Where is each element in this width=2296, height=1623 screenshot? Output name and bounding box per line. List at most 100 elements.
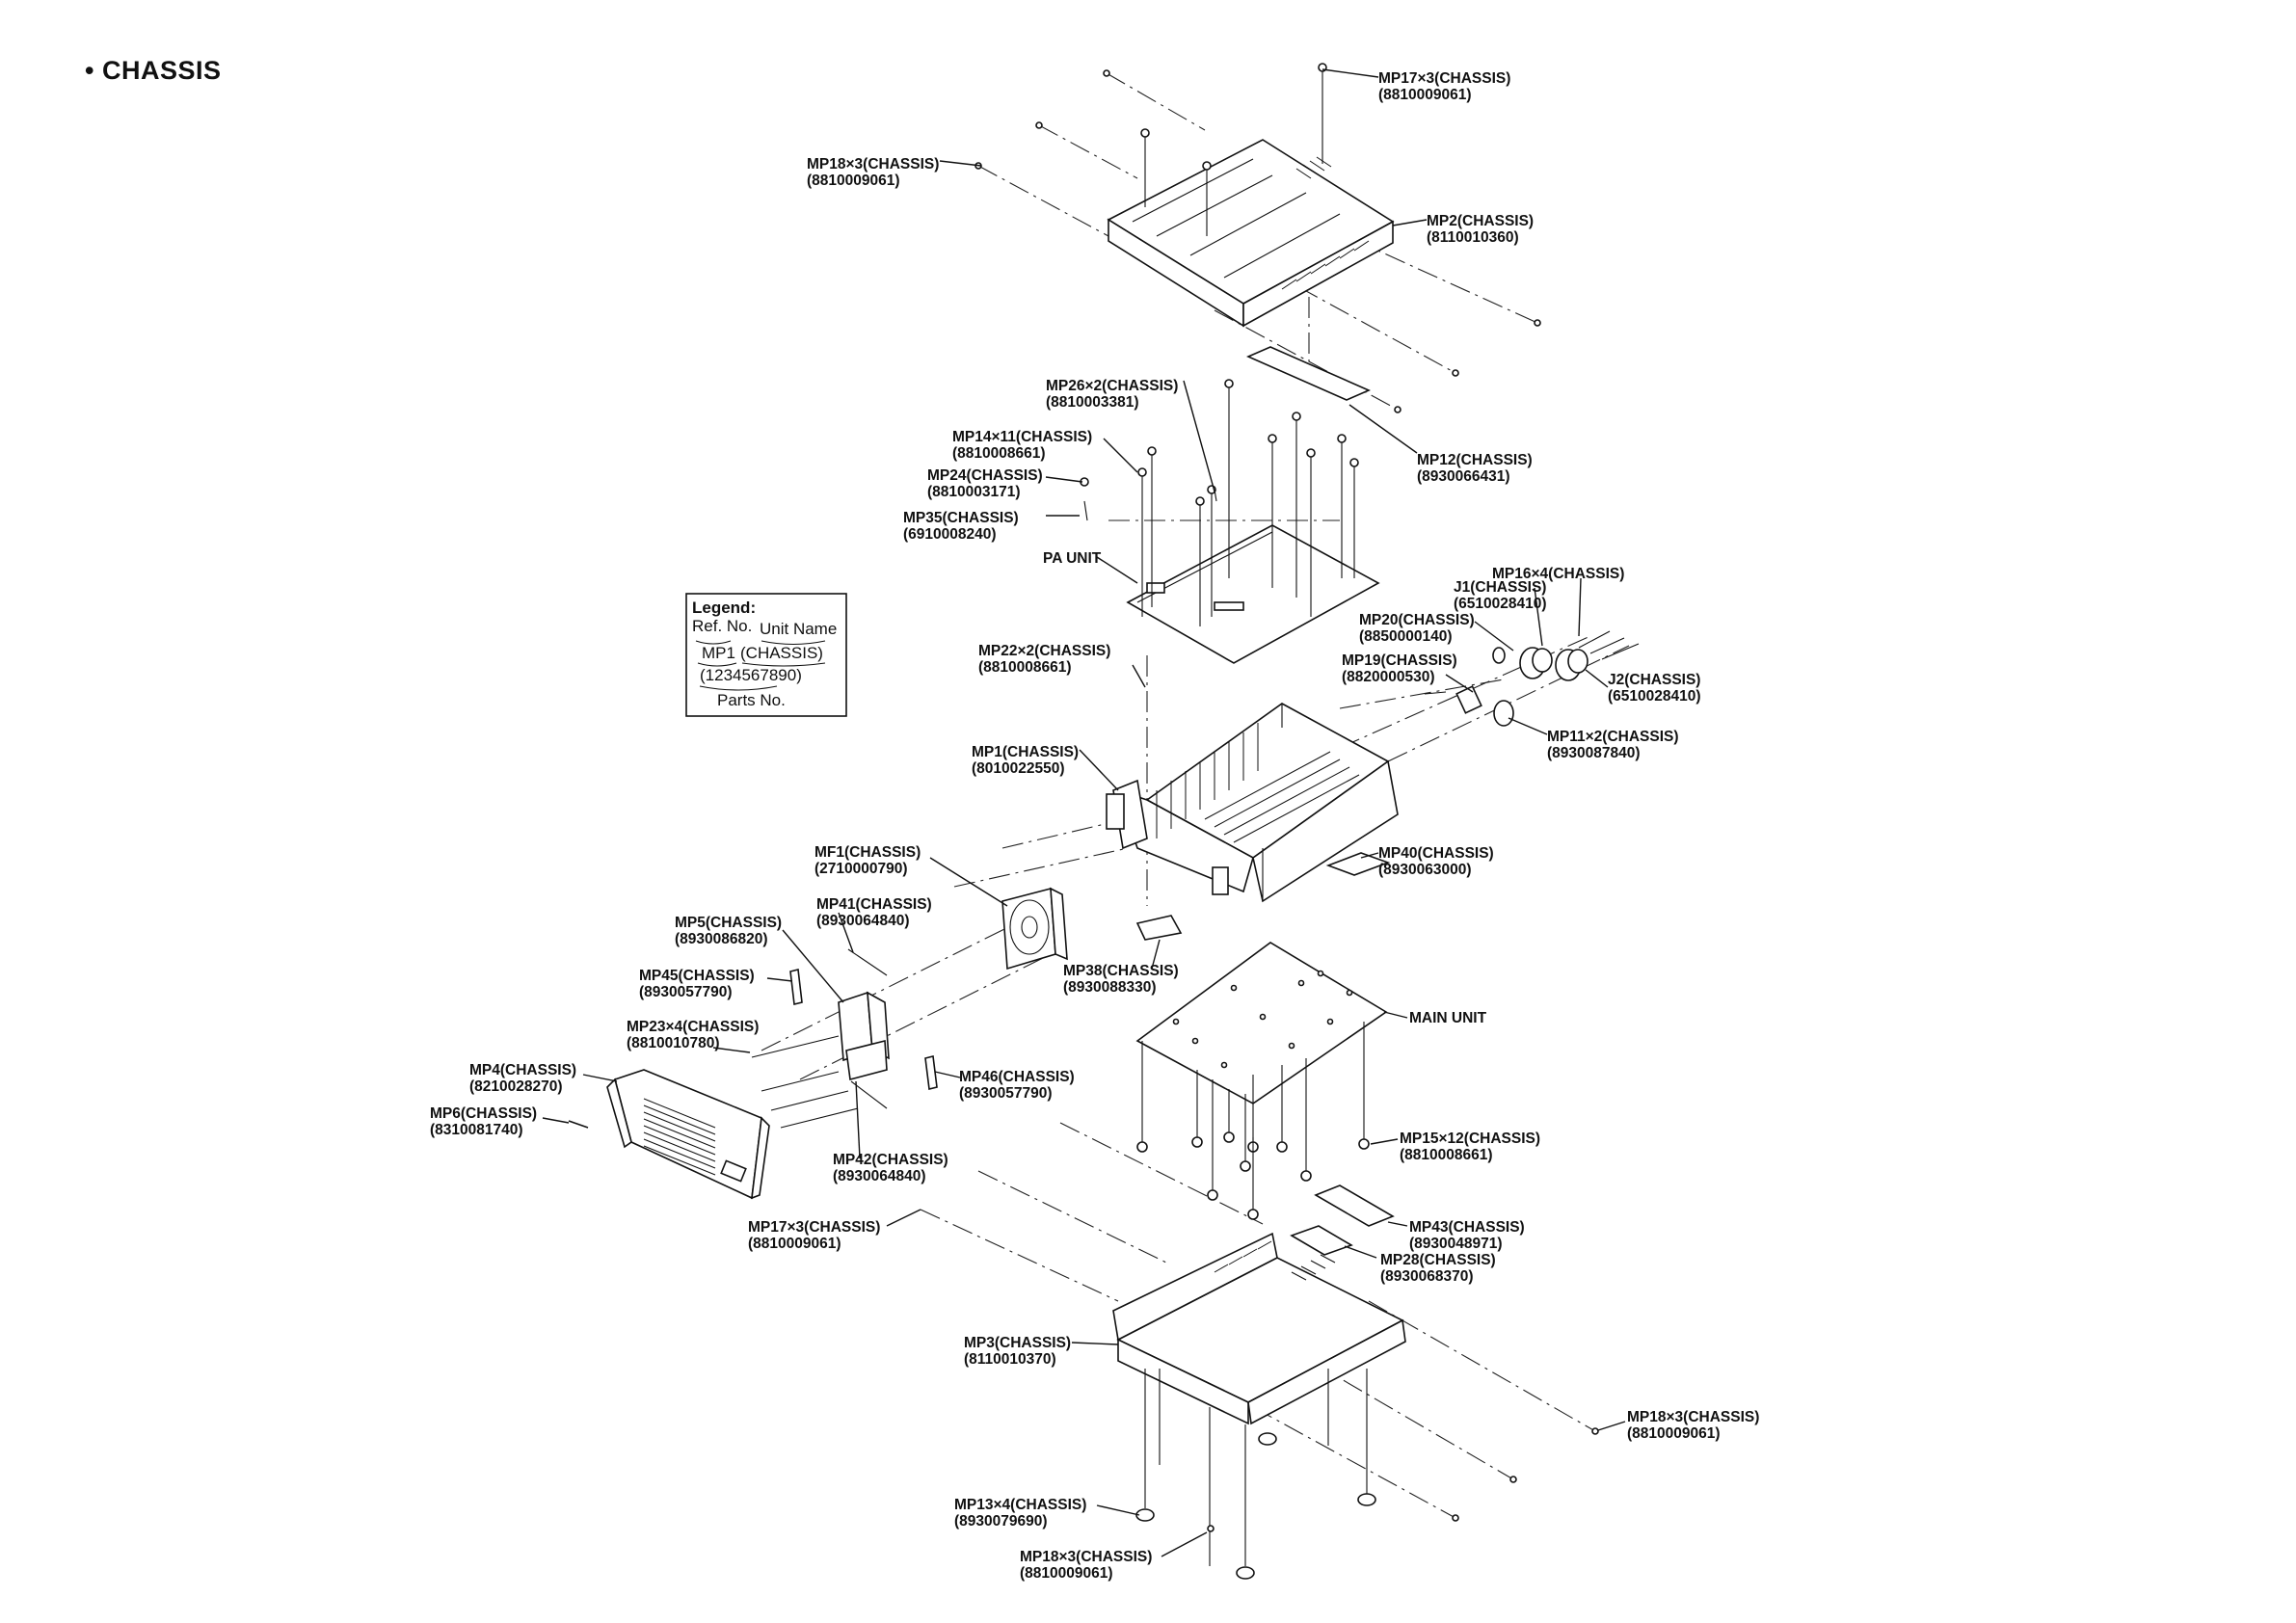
legend-example-ref: MP1	[702, 644, 735, 662]
label-mp20-name: MP20(CHASSIS)	[1359, 612, 1475, 628]
label-j2-name: J2(CHASSIS)	[1608, 672, 1700, 688]
label-mp5-name: MP5(CHASSIS)	[675, 915, 782, 931]
label-mp12-name: MP12(CHASSIS)	[1417, 452, 1533, 468]
label-mp11-part: (8930087840)	[1547, 745, 1641, 761]
label-mp18-top-part: (8810009061)	[807, 173, 900, 189]
bracket-mp5	[789, 948, 938, 1109]
feet-mp13	[1135, 1369, 1599, 1580]
label-pa-unit: PA UNIT	[1043, 550, 1102, 567]
label-mp23-part: (8810010780)	[627, 1035, 720, 1051]
pads-mp43-mp28	[1290, 1184, 1395, 1256]
callout-labels: MP17×3(CHASSIS) (8810009061) MP18×3(CHAS…	[430, 70, 1759, 1582]
label-j1-part: (6510028410)	[1454, 596, 1547, 612]
label-mp17-top-name: MP17×3(CHASSIS)	[1378, 70, 1510, 87]
label-mp43-name: MP43(CHASSIS)	[1409, 1219, 1525, 1236]
pa-unit-screws	[1080, 379, 1359, 626]
label-mp19-part: (8820000530)	[1342, 669, 1435, 685]
legend-example-parts: (1234567890)	[700, 666, 802, 684]
top-screws	[974, 63, 1541, 413]
label-mp41-name: MP41(CHASSIS)	[816, 896, 932, 913]
label-mp16-name: MP16×4(CHASSIS)	[1492, 566, 1624, 582]
label-mp3-part: (8110010370)	[964, 1351, 1056, 1368]
label-mp17-bottom-name: MP17×3(CHASSIS)	[748, 1219, 880, 1236]
label-mp18-bottom-name: MP18×3(CHASSIS)	[1020, 1549, 1152, 1565]
label-mp42-name: MP42(CHASSIS)	[833, 1152, 948, 1168]
label-mp18-right-name: MP18×3(CHASSIS)	[1627, 1409, 1759, 1425]
label-mp19-name: MP19(CHASSIS)	[1342, 652, 1457, 669]
top-cover-mp2	[1107, 139, 1395, 328]
label-mp35-part: (6910008240)	[903, 526, 997, 543]
label-mp26-part: (8810003381)	[1046, 394, 1139, 411]
gasket-mp12	[1246, 346, 1371, 401]
page-title: • CHASSIS	[85, 56, 222, 85]
label-mp22-part: (8810008661)	[978, 659, 1072, 676]
label-mp14-part: (8810008661)	[952, 445, 1046, 462]
label-mp2-name: MP2(CHASSIS)	[1427, 213, 1534, 229]
label-mp41-part: (8930064840)	[816, 913, 910, 929]
rear-connectors	[1424, 630, 1640, 727]
label-mp1-name: MP1(CHASSIS)	[972, 744, 1079, 760]
label-mp24-part: (8810003171)	[927, 484, 1021, 500]
label-mp40-name: MP40(CHASSIS)	[1378, 845, 1494, 862]
pa-unit-board	[1126, 524, 1380, 664]
label-mp3-name: MP3(CHASSIS)	[964, 1335, 1071, 1351]
legend-box: Legend: Ref. No. Unit Name MP1 (CHASSIS)…	[685, 593, 847, 717]
label-mp17-top-part: (8810009061)	[1378, 87, 1472, 103]
main-chassis-mp1	[1106, 703, 1399, 903]
label-mp43-part: (8930048971)	[1409, 1236, 1503, 1252]
label-mp18-top-name: MP18×3(CHASSIS)	[807, 156, 939, 173]
label-mf1-part: (2710000790)	[814, 861, 908, 877]
label-mp26-name: MP26×2(CHASSIS)	[1046, 378, 1178, 394]
badge-mp6	[568, 1120, 589, 1129]
legend-parts-no: Parts No.	[717, 691, 786, 709]
label-main-unit: MAIN UNIT	[1409, 1010, 1487, 1026]
legend-ref-no: Ref. No.	[692, 617, 752, 635]
legend-unit-name: Unit Name	[760, 620, 837, 638]
front-panel-mp4	[606, 1069, 770, 1200]
label-j2-part: (6510028410)	[1608, 688, 1701, 705]
label-mp46-part: (8930057790)	[959, 1085, 1053, 1102]
label-mp6-name: MP6(CHASSIS)	[430, 1105, 537, 1122]
label-mp4-part: (8210028270)	[469, 1078, 563, 1095]
label-mp38-part: (8930088330)	[1063, 979, 1157, 996]
label-mp6-part: (8310081740)	[430, 1122, 523, 1138]
label-mp1-part: (8010022550)	[972, 760, 1065, 777]
label-mp42-part: (8930064840)	[833, 1168, 926, 1184]
label-mp35-name: MP35(CHASSIS)	[903, 510, 1019, 526]
label-mp46-name: MP46(CHASSIS)	[959, 1069, 1075, 1085]
label-mp38-name: MP38(CHASSIS)	[1063, 963, 1179, 979]
label-mp28-name: MP28(CHASSIS)	[1380, 1252, 1496, 1268]
label-mp13-name: MP13×4(CHASSIS)	[954, 1497, 1086, 1513]
label-mp24-name: MP24(CHASSIS)	[927, 467, 1043, 484]
label-mp12-part: (8930066431)	[1417, 468, 1510, 485]
main-unit-board	[1135, 942, 1388, 1104]
fan-mf1	[1001, 887, 1068, 971]
mp23-screws	[751, 1035, 859, 1129]
label-mp4-name: MP4(CHASSIS)	[469, 1062, 576, 1078]
label-mp15-part: (8810008661)	[1400, 1147, 1493, 1163]
label-mp15-name: MP15×12(CHASSIS)	[1400, 1131, 1540, 1147]
label-mp11-name: MP11×2(CHASSIS)	[1547, 729, 1679, 745]
bottom-cover-mp3	[1112, 1232, 1406, 1425]
label-mp45-name: MP45(CHASSIS)	[639, 968, 755, 984]
label-mp22-name: MP22×2(CHASSIS)	[978, 643, 1110, 659]
label-j1-name: J1(CHASSIS)	[1454, 579, 1546, 596]
label-mp14-name: MP14×11(CHASSIS)	[952, 429, 1092, 445]
label-mp17-bottom-part: (8810009061)	[748, 1236, 841, 1252]
label-mp18-right-part: (8810009061)	[1627, 1425, 1721, 1442]
legend-title: Legend:	[692, 599, 756, 617]
legend-example-unit: (CHASSIS)	[740, 644, 823, 662]
label-mp2-part: (8110010360)	[1427, 229, 1519, 246]
label-mp18-bottom-part: (8810009061)	[1020, 1565, 1113, 1582]
label-mp40-part: (8930063000)	[1378, 862, 1472, 878]
leader-lines	[542, 68, 1626, 1557]
label-mp20-part: (8850000140)	[1359, 628, 1453, 645]
label-mp28-part: (8930068370)	[1380, 1268, 1474, 1285]
label-mp23-name: MP23×4(CHASSIS)	[627, 1019, 759, 1035]
label-mp5-part: (8930086820)	[675, 931, 768, 947]
pads	[1135, 852, 1391, 941]
label-mp13-part: (8930079690)	[954, 1513, 1048, 1530]
label-mp45-part: (8930057790)	[639, 984, 733, 1000]
mp15-screws	[1136, 1022, 1370, 1220]
